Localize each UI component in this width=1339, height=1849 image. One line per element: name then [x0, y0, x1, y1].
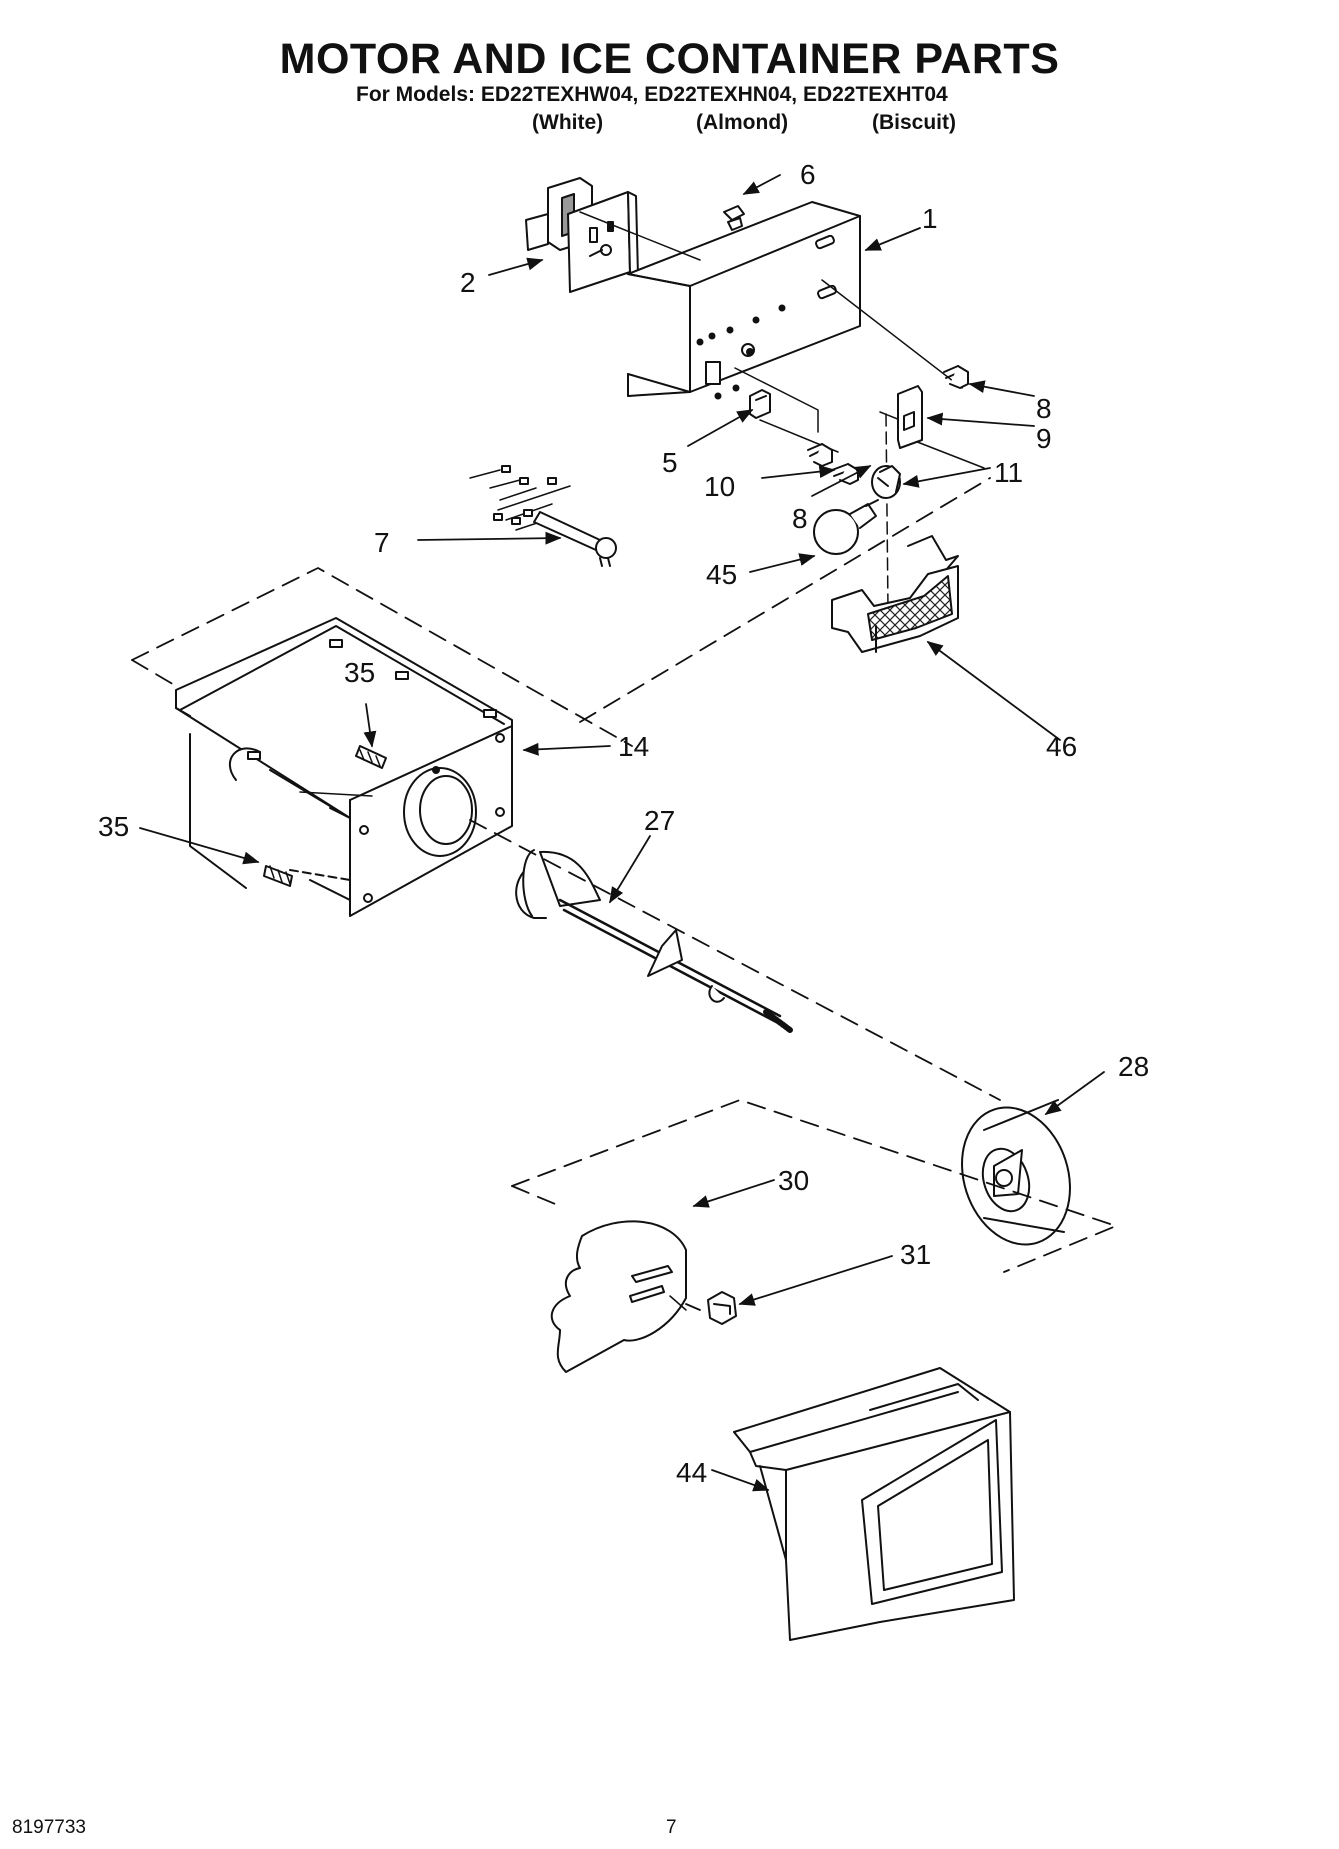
callout-30: 30 [778, 1165, 809, 1196]
auger-part [515, 849, 793, 1033]
callout-35-lower: 35 [98, 811, 129, 842]
callout-10: 10 [704, 471, 735, 502]
callout-46: 46 [1046, 731, 1077, 762]
variant-biscuit: (Biscuit) [872, 111, 956, 134]
sensor-part [469, 465, 617, 567]
screw-part [355, 745, 387, 769]
callout-2: 2 [460, 267, 476, 298]
light-bulb-part [813, 499, 879, 555]
variant-almond: (Almond) [696, 111, 789, 134]
callout-35-upper: 35 [344, 657, 375, 688]
housing-bracket-part [627, 201, 861, 400]
callout-11: 11 [994, 457, 1023, 488]
callout-31: 31 [900, 1239, 931, 1270]
callout-8: 8 [1036, 393, 1052, 424]
callout-5: 5 [662, 447, 678, 478]
document-number: 8197733 [12, 1817, 86, 1838]
callout-9: 9 [1036, 423, 1052, 454]
plate-part [550, 1220, 687, 1373]
callout-28: 28 [1118, 1051, 1149, 1082]
clip-part [723, 205, 745, 231]
page-number: 7 [666, 1817, 677, 1838]
callout-45: 45 [706, 559, 737, 590]
page-title: MOTOR AND ICE CONTAINER PARTS [279, 35, 1060, 83]
switch-part [749, 389, 771, 419]
callout-6: 6 [800, 159, 816, 190]
variant-white: (White) [532, 111, 604, 134]
assembly-dashed-lines [131, 477, 1117, 1311]
screw-part [807, 443, 833, 467]
callout-14: 14 [618, 731, 649, 762]
models-line: For Models: ED22TEXHW04, ED22TEXHN04, ED… [356, 83, 948, 106]
callout-1: 1 [922, 203, 938, 234]
screw-part [943, 365, 969, 389]
nut-part [707, 1291, 737, 1325]
motor-part [525, 177, 639, 293]
callout-arrows [139, 174, 1105, 1492]
light-socket-part [871, 465, 901, 499]
callout-labels: 6 1 2 8 9 5 10 8 11 45 7 46 14 35 35 27 … [98, 159, 1149, 1488]
ice-container-part [175, 617, 513, 917]
screw-part [263, 865, 293, 887]
callout-8-lower: 8 [792, 503, 808, 534]
callout-44: 44 [676, 1457, 707, 1488]
socket-bracket-part [897, 385, 923, 449]
light-shield-part [831, 535, 959, 653]
callout-7: 7 [374, 527, 390, 558]
callout-27: 27 [644, 805, 675, 836]
drive-wheel-part [961, 1099, 1071, 1246]
cover-part [733, 1367, 1015, 1641]
